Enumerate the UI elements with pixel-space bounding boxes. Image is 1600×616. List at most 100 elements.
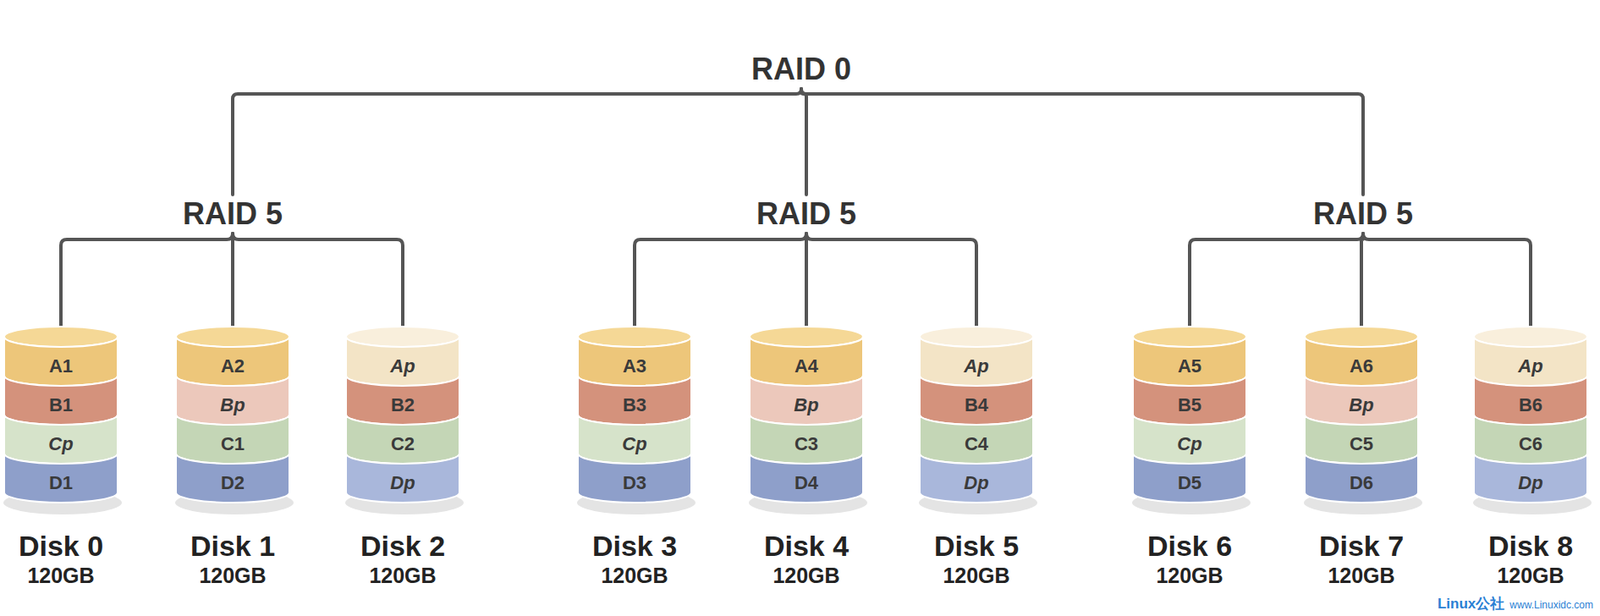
raid-label: RAID 5	[1308, 194, 1419, 234]
band-outline	[1304, 375, 1419, 425]
disk-band: D3	[577, 453, 693, 503]
disk-band: Dp	[345, 453, 461, 503]
disk-band: D1	[3, 453, 119, 503]
band-outline	[1473, 336, 1588, 386]
block-label: Dp	[345, 453, 461, 503]
block-label: Ap	[918, 336, 1034, 386]
block-label: Dp	[1473, 453, 1589, 503]
watermark: Linux公社 www.Linuxidc.com	[1437, 593, 1594, 614]
disk-band: C4	[918, 414, 1034, 464]
disk-name: Disk 4	[723, 528, 890, 563]
disk-name: Disk 1	[149, 528, 316, 563]
band-outline	[1473, 414, 1588, 464]
band-outline	[4, 336, 118, 386]
block-label: B2	[345, 375, 461, 425]
band-outline	[919, 453, 1034, 503]
band-outline	[1304, 336, 1419, 386]
disk-cylinder: Disk 1120GBA2BpC1D2	[175, 326, 291, 598]
disk-name: Disk 5	[893, 528, 1060, 563]
tree-connector	[804, 233, 809, 327]
block-label: D1	[3, 453, 119, 503]
disk-band: C5	[1303, 414, 1419, 464]
disk-caption: Disk 1120GB	[149, 528, 316, 589]
disk-caption: Disk 3120GB	[551, 528, 718, 589]
disk-capacity: 120GB	[1278, 562, 1445, 589]
disk-name: Disk 7	[1278, 528, 1445, 563]
disk-band: C3	[748, 414, 864, 464]
disk-caption: Disk 2120GB	[319, 528, 486, 589]
disk-band: Bp	[175, 375, 291, 425]
disk-cylinder: Disk 5120GBApB4C4Dp	[918, 326, 1034, 598]
raid-level: RAID 5	[756, 196, 857, 232]
raid-label: RAID 0	[746, 49, 857, 89]
block-label: Cp	[3, 414, 119, 464]
disk-band: A4	[748, 336, 864, 386]
band-outline	[749, 336, 864, 386]
disk-capacity: 120GB	[149, 562, 316, 589]
block-label: Bp	[175, 375, 291, 425]
tree-connector	[232, 88, 802, 195]
band-outline	[175, 375, 290, 425]
block-label: Ap	[1473, 336, 1589, 386]
disk-band: Ap	[918, 336, 1034, 386]
block-label: A2	[175, 336, 291, 386]
watermark-text: www.Linuxidc.com	[1509, 599, 1594, 611]
block-label: C4	[918, 414, 1034, 464]
raid-level: RAID 5	[1313, 196, 1414, 232]
band-outline	[1132, 336, 1247, 386]
disk-band: Ap	[345, 336, 461, 386]
disk-band: Dp	[918, 453, 1034, 503]
disk-capacity: 120GB	[723, 562, 890, 589]
disk-band: Cp	[577, 414, 693, 464]
disk-cylinder: Disk 7120GBA6BpC5D6	[1303, 326, 1419, 598]
disk-caption: Disk 0120GB	[0, 528, 144, 589]
disk-band: A1	[3, 336, 119, 386]
band-outline	[919, 375, 1034, 425]
disk-cylinder: Disk 2120GBApB2C2Dp	[345, 326, 461, 598]
block-label: A6	[1303, 336, 1419, 386]
block-label: A5	[1132, 336, 1248, 386]
block-label: D6	[1303, 453, 1419, 503]
block-label: C3	[748, 414, 864, 464]
block-label: C1	[175, 414, 291, 464]
tree-connector	[230, 233, 235, 327]
band-outline	[1473, 375, 1588, 425]
band-outline	[346, 414, 460, 464]
block-label: A4	[748, 336, 864, 386]
disk-band: C2	[345, 414, 461, 464]
block-label: B6	[1473, 375, 1589, 425]
band-outline	[1132, 414, 1247, 464]
disk-band: D5	[1132, 453, 1248, 503]
disk-name: Disk 8	[1447, 528, 1600, 563]
disk-name: Disk 0	[0, 528, 144, 563]
block-label: A1	[3, 336, 119, 386]
block-label: D4	[748, 453, 864, 503]
disk-band: D4	[748, 453, 864, 503]
tree-connector	[801, 88, 807, 195]
block-label: Cp	[577, 414, 693, 464]
band-outline	[919, 414, 1034, 464]
band-outline	[749, 375, 864, 425]
disk-band: B4	[918, 375, 1034, 425]
disk-cylinder: Disk 4120GBA4BpC3D4	[748, 326, 864, 598]
disk-band: B2	[345, 375, 461, 425]
tree-connector	[60, 233, 233, 327]
disk-band: B6	[1473, 375, 1589, 425]
band-outline	[1304, 414, 1419, 464]
disk-caption: Disk 7120GB	[1278, 528, 1445, 589]
disk-capacity: 120GB	[0, 562, 144, 589]
block-label: D2	[175, 453, 291, 503]
disk-band: Dp	[1473, 453, 1589, 503]
disk-band: Cp	[3, 414, 119, 464]
tree-connector	[801, 88, 1364, 195]
band-outline	[749, 414, 864, 464]
block-label: Ap	[345, 336, 461, 386]
band-outline	[919, 336, 1034, 386]
disk-band: B3	[577, 375, 693, 425]
disk-cylinder: Disk 3120GBA3B3CpD3	[577, 326, 693, 598]
watermark-text: Linux公社	[1437, 593, 1505, 614]
block-label: C6	[1473, 414, 1589, 464]
disk-capacity: 120GB	[1106, 562, 1273, 589]
band-outline	[577, 453, 692, 503]
band-outline	[346, 453, 460, 503]
